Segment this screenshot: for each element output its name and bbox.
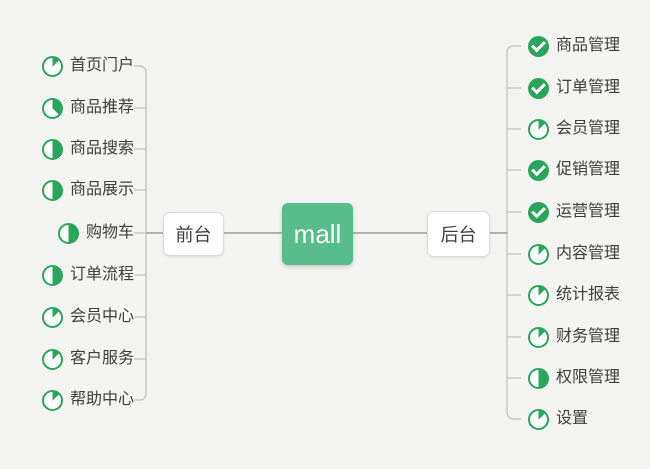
- topic-order-management[interactable]: 订单管理: [528, 77, 620, 99]
- task-done-icon: [528, 35, 549, 57]
- topic-label: 商品展示: [69, 181, 134, 198]
- topic-promotion-management[interactable]: 促销管理: [528, 159, 620, 181]
- topic-product-recommend[interactable]: 商品推荐: [41, 97, 134, 119]
- task-done-icon: [528, 159, 549, 181]
- topic-label: 购物车: [85, 224, 134, 241]
- topic-shopping-cart[interactable]: 购物车: [57, 222, 134, 244]
- topic-finance-management[interactable]: 财务管理: [528, 326, 620, 348]
- branch-topic-label: 前台: [175, 225, 212, 245]
- task-progress-icon: [41, 389, 63, 411]
- task-progress-icon: [528, 243, 549, 265]
- topic-label: 设置: [556, 410, 589, 427]
- topic-product-search[interactable]: 商品搜索: [41, 138, 134, 160]
- task-done-icon: [528, 77, 549, 99]
- task-progress-icon: [528, 118, 549, 140]
- topic-label: 客户服务: [69, 350, 134, 367]
- topic-label: 帮助中心: [69, 391, 134, 408]
- topic-label: 内容管理: [556, 245, 621, 262]
- topic-product-management[interactable]: 商品管理: [528, 35, 620, 57]
- topic-label: 促销管理: [556, 161, 621, 178]
- branch-topic-frontend[interactable]: 前台: [163, 212, 224, 256]
- topic-label: 会员中心: [69, 308, 134, 325]
- topic-label: 财务管理: [556, 328, 621, 345]
- task-progress-icon: [41, 55, 63, 77]
- task-progress-icon: [41, 179, 63, 201]
- topic-label: 统计报表: [556, 286, 621, 303]
- topic-customer-service[interactable]: 客户服务: [41, 348, 134, 370]
- topic-label: 会员管理: [556, 120, 621, 137]
- task-progress-icon: [528, 326, 549, 348]
- root-topic-label: mall: [293, 218, 342, 249]
- root-topic-mall[interactable]: mall: [282, 203, 353, 265]
- branch-topic-label: 后台: [440, 225, 477, 245]
- topic-label: 运营管理: [556, 203, 621, 220]
- topic-home-portal[interactable]: 首页门户: [41, 55, 134, 77]
- topic-label: 商品搜索: [69, 140, 134, 157]
- task-progress-icon: [41, 348, 63, 370]
- topic-operation-management[interactable]: 运营管理: [528, 201, 620, 223]
- task-done-icon: [528, 201, 549, 223]
- task-progress-icon: [528, 284, 549, 306]
- topic-product-display[interactable]: 商品展示: [41, 179, 134, 201]
- topic-label: 权限管理: [556, 369, 621, 386]
- task-progress-icon: [41, 138, 63, 160]
- topic-content-management[interactable]: 内容管理: [528, 243, 620, 265]
- branch-topic-backend[interactable]: 后台: [427, 211, 490, 257]
- topic-member-center[interactable]: 会员中心: [41, 306, 134, 328]
- topic-label: 订单流程: [69, 266, 134, 283]
- topic-label: 商品管理: [556, 37, 621, 54]
- task-progress-icon: [41, 306, 63, 328]
- topic-permission-management[interactable]: 权限管理: [528, 367, 620, 389]
- topic-order-flow[interactable]: 订单流程: [41, 264, 134, 286]
- topic-label: 首页门户: [69, 57, 134, 74]
- topic-settings[interactable]: 设置: [528, 408, 588, 430]
- task-progress-icon: [528, 367, 549, 389]
- task-progress-icon: [528, 408, 549, 430]
- task-progress-icon: [57, 222, 79, 244]
- topic-label: 商品推荐: [69, 99, 134, 116]
- task-progress-icon: [41, 264, 63, 286]
- topic-statistics-report[interactable]: 统计报表: [528, 284, 620, 306]
- topic-help-center[interactable]: 帮助中心: [41, 389, 134, 411]
- topic-label: 订单管理: [556, 79, 621, 96]
- topic-member-management[interactable]: 会员管理: [528, 118, 620, 140]
- task-progress-icon: [41, 97, 63, 119]
